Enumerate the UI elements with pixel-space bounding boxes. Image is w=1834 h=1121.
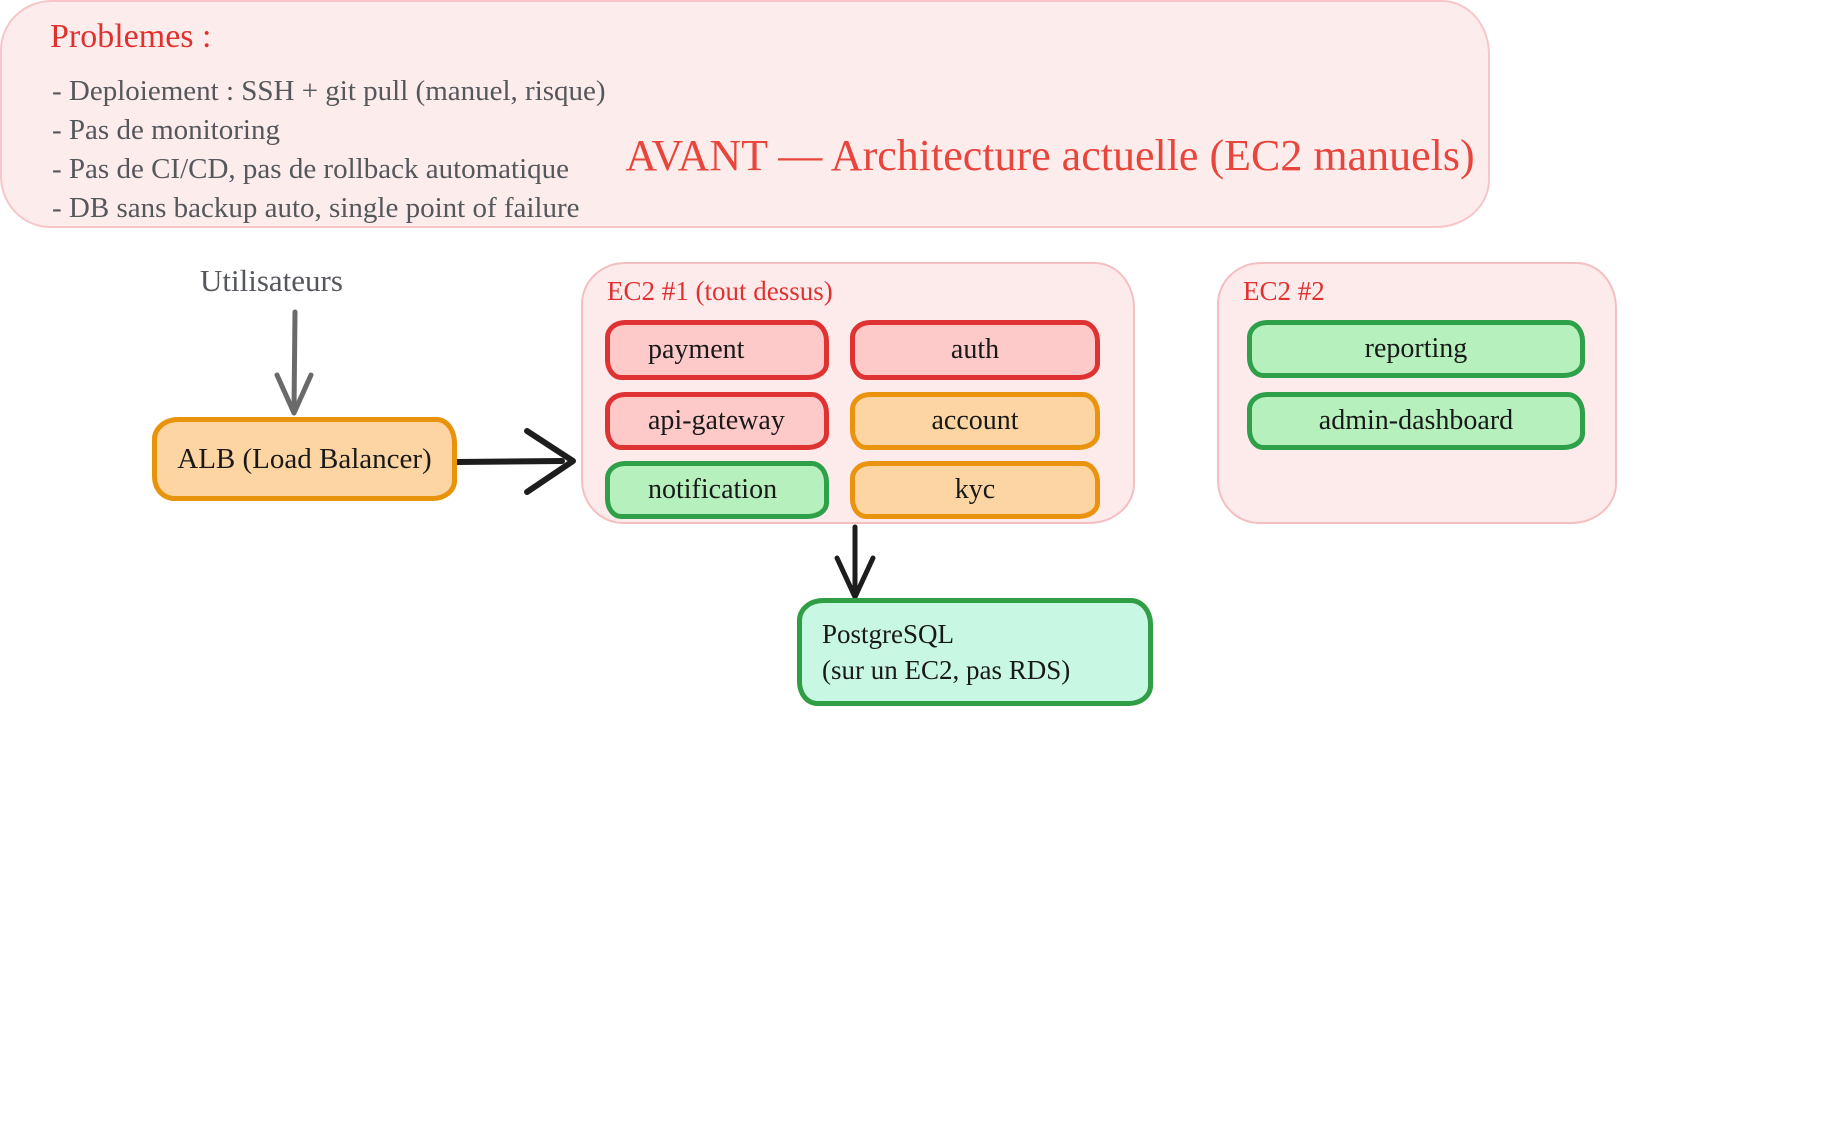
problem-item: - Pas de CI/CD, pas de rollback automati… <box>52 153 570 185</box>
problem-item: - Deploiement : SSH + git pull (manuel, … <box>52 75 606 107</box>
ec2-2-container: EC2 #2 reporting admin-dashboard <box>1217 262 1617 524</box>
alb-label: ALB (Load Balancer) <box>177 442 432 475</box>
problems-panel: Problemes : - Deploiement : SSH + git pu… <box>0 0 1490 228</box>
service-kyc: kyc <box>850 461 1100 519</box>
service-payment: payment <box>605 320 829 380</box>
service-auth: auth <box>850 320 1100 380</box>
users-to-alb-arrow <box>274 309 314 416</box>
service-notification: notification <box>605 461 829 519</box>
problems-heading: Problemes : <box>50 18 212 55</box>
service-api-gateway: api-gateway <box>605 392 829 450</box>
problems-list: - Deploiement : SSH + git pull (manuel, … <box>52 72 606 228</box>
ec2-1-container: EC2 #1 (tout dessus) payment auth api-ga… <box>581 262 1135 524</box>
diagram-title: AVANT — Architecture actuelle (EC2 manue… <box>625 131 1475 180</box>
service-account: account <box>850 392 1100 450</box>
problem-item: - Pas de monitoring <box>52 114 280 146</box>
service-reporting: reporting <box>1247 320 1585 378</box>
postgresql-subtitle: (sur un EC2, pas RDS) <box>822 655 1071 685</box>
ec2-2-label: EC2 #2 <box>1243 276 1325 306</box>
service-admin-dashboard: admin-dashboard <box>1247 392 1585 450</box>
alb-to-ec2-arrow <box>454 428 576 495</box>
users-label: Utilisateurs <box>200 263 343 298</box>
postgresql-node: PostgreSQL (sur un EC2, pas RDS) <box>797 598 1153 706</box>
ec2-1-label: EC2 #1 (tout dessus) <box>607 276 833 306</box>
ec2-to-db-arrow <box>834 524 876 600</box>
problem-item: - DB sans backup auto, single point of f… <box>52 192 580 224</box>
postgresql-title: PostgreSQL <box>822 619 955 649</box>
alb-node: ALB (Load Balancer) <box>152 417 457 501</box>
